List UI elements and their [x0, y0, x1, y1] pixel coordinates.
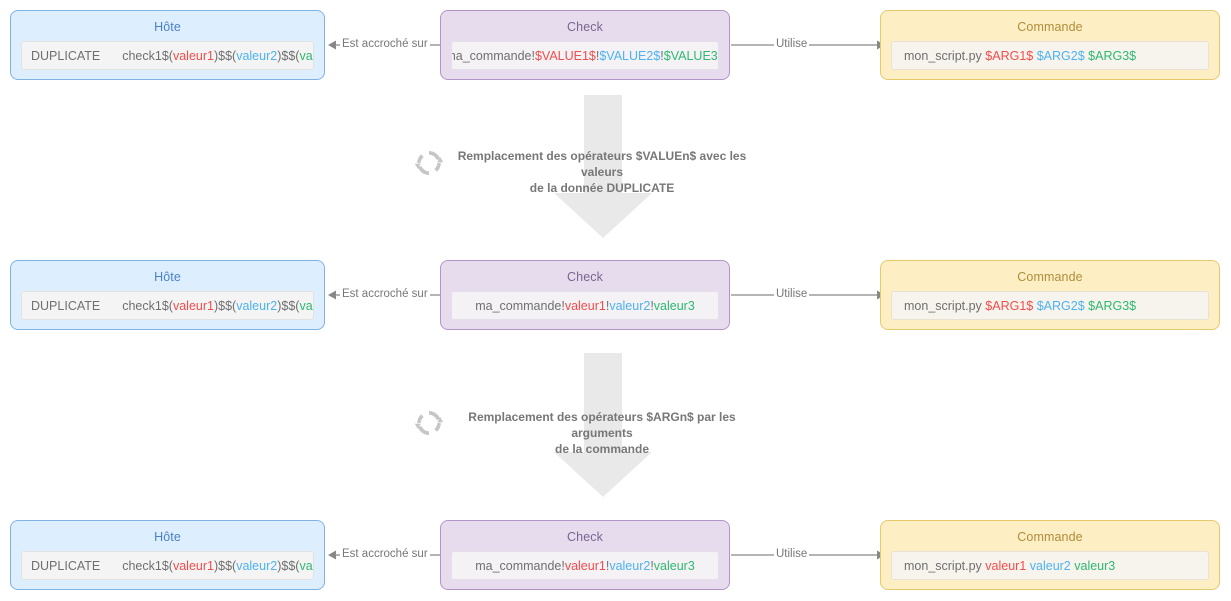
text-run: !: [595, 48, 600, 63]
text-run: check1$(: [122, 298, 173, 313]
text-run: )$$(: [277, 48, 300, 63]
command-value-row1: mon_script.py $ARG1$ $ARG2$ $ARG3$: [891, 41, 1209, 70]
command-title-row2: Commande: [1017, 270, 1083, 284]
text-run: valeur1: [172, 298, 214, 313]
host-command-template-row3: check1$(valeur1)$$(valeur2)$$(valeur3)$: [122, 558, 314, 573]
command-line-row2: mon_script.py $ARG1$ $ARG2$ $ARG3$: [904, 299, 1136, 313]
check-title-row1: Check: [567, 20, 603, 34]
host-key-row2: DUPLICATE: [31, 298, 101, 313]
refresh-icon-stage1: [412, 146, 446, 180]
text-run: )$$(: [277, 298, 300, 313]
host-title-row3: Hôte: [154, 530, 181, 544]
text-run: valeur2: [236, 558, 278, 573]
check-value-row1: ma_commande!$VALUE1$!$VALUE2$!$VALUE3$: [451, 41, 719, 70]
text-run: $VALUE3$: [663, 48, 719, 63]
text-run: )$$(: [213, 298, 237, 313]
check-title-row3: Check: [567, 530, 603, 544]
host-node-row3[interactable]: Hôte DUPLICATE check1$(valeur1)$$(valeur…: [10, 520, 325, 590]
text-run: mon_script.py: [904, 48, 986, 63]
check-command-template-row1: ma_commande!$VALUE1$!$VALUE2$!$VALUE3$: [451, 48, 719, 63]
text-run: $ARG1$: [985, 298, 1034, 313]
host-title-row2: Hôte: [154, 270, 181, 284]
text-run: valeur3: [299, 558, 314, 573]
check-value-row2: ma_commande!valeur1!valeur2!valeur3: [451, 291, 719, 320]
text-run: mon_script.py: [904, 298, 986, 313]
text-run: $ARG1$: [985, 48, 1034, 63]
connector-label-attached-row2: Est accroché sur: [340, 288, 430, 301]
host-command-template-row1: check1$(valeur1)$$(valeur2)$$(valeur3)$: [122, 48, 314, 63]
text-run: valeur3: [653, 558, 695, 573]
text-run: !: [605, 558, 610, 573]
text-run: valeur1: [172, 558, 214, 573]
text-run: ma_commande!: [475, 298, 565, 313]
text-run: check1$(: [122, 558, 173, 573]
host-command-template-row2: check1$(valeur1)$$(valeur2)$$(valeur3)$: [122, 298, 314, 313]
check-node-row1[interactable]: Check ma_commande!$VALUE1$!$VALUE2$!$VAL…: [440, 10, 730, 80]
command-node-row1[interactable]: Commande mon_script.py $ARG1$ $ARG2$ $AR…: [880, 10, 1220, 80]
command-node-row2[interactable]: Commande mon_script.py $ARG1$ $ARG2$ $AR…: [880, 260, 1220, 330]
connector-label-uses-row2: Utilise: [774, 288, 810, 301]
text-run: valeur3: [299, 48, 314, 63]
text-run: )$$(: [213, 558, 237, 573]
text-run: )$$(: [213, 48, 237, 63]
host-title-row1: Hôte: [154, 20, 181, 34]
check-node-row3[interactable]: Check ma_commande!valeur1!valeur2!valeur…: [440, 520, 730, 590]
text-run: valeur3: [653, 298, 695, 313]
text-run: valeur1: [564, 298, 606, 313]
check-title-row2: Check: [567, 270, 603, 284]
command-value-row3: mon_script.py valeur1 valeur2 valeur3: [891, 551, 1209, 580]
text-run: valeur3: [299, 298, 314, 313]
text-run: $ARG2$: [1036, 48, 1085, 63]
text-run: mon_script.py: [904, 558, 986, 573]
stage-note-1: Remplacement des opérateurs $VALUEn$ ave…: [457, 149, 747, 195]
text-run: ma_commande!: [475, 558, 565, 573]
host-value-row1: DUPLICATE check1$(valeur1)$$(valeur2)$$(…: [21, 41, 314, 70]
host-node-row1[interactable]: Hôte DUPLICATE check1$(valeur1)$$(valeur…: [10, 10, 325, 80]
text-run: valeur1: [985, 558, 1027, 573]
command-node-row3[interactable]: Commande mon_script.py valeur1 valeur2 v…: [880, 520, 1220, 590]
text-run: valeur1: [172, 48, 214, 63]
command-title-row3: Commande: [1017, 530, 1083, 544]
text-run: !: [660, 48, 664, 63]
check-node-row2[interactable]: Check ma_commande!valeur1!valeur2!valeur…: [440, 260, 730, 330]
text-run: ma_commande!: [451, 48, 535, 63]
text-run: valeur2: [609, 558, 651, 573]
command-line-row1: mon_script.py $ARG1$ $ARG2$ $ARG3$: [904, 49, 1136, 63]
host-key-row1: DUPLICATE: [31, 48, 101, 63]
text-run: valeur2: [236, 48, 278, 63]
host-value-row2: DUPLICATE check1$(valeur1)$$(valeur2)$$(…: [21, 291, 314, 320]
text-run: valeur2: [236, 298, 278, 313]
host-node-row2[interactable]: Hôte DUPLICATE check1$(valeur1)$$(valeur…: [10, 260, 325, 330]
connector-label-attached-row3: Est accroché sur: [340, 548, 430, 561]
stage-note-2: Remplacement des opérateurs $ARGn$ par l…: [468, 410, 736, 456]
text-run: )$$(: [277, 558, 300, 573]
check-value-row3: ma_commande!valeur1!valeur2!valeur3: [451, 551, 719, 580]
connector-label-attached-row1: Est accroché sur: [340, 38, 430, 51]
check-command-resolved-row3: ma_commande!valeur1!valeur2!valeur3: [475, 559, 695, 573]
text-run: check1$(: [122, 48, 173, 63]
text-run: valeur2: [609, 298, 651, 313]
text-run: $ARG3$: [1088, 48, 1137, 63]
command-title-row1: Commande: [1017, 20, 1083, 34]
text-run: !: [650, 298, 654, 313]
command-value-row2: mon_script.py $ARG1$ $ARG2$ $ARG3$: [891, 291, 1209, 320]
refresh-icon-stage2: [412, 406, 446, 440]
connector-label-uses-row3: Utilise: [774, 548, 810, 561]
text-run: valeur3: [1074, 558, 1116, 573]
text-run: !: [605, 298, 610, 313]
text-run: $VALUE1$: [534, 48, 596, 63]
host-value-row3: DUPLICATE check1$(valeur1)$$(valeur2)$$(…: [21, 551, 314, 580]
text-run: valeur2: [1029, 558, 1071, 573]
check-command-resolved-row2: ma_commande!valeur1!valeur2!valeur3: [475, 299, 695, 313]
text-run: $VALUE2$: [599, 48, 661, 63]
text-run: $ARG3$: [1088, 298, 1137, 313]
text-run: $ARG2$: [1036, 298, 1085, 313]
connector-label-uses-row1: Utilise: [774, 38, 810, 51]
text-run: !: [650, 558, 654, 573]
host-key-row3: DUPLICATE: [31, 558, 101, 573]
text-run: valeur1: [564, 558, 606, 573]
command-line-row3: mon_script.py valeur1 valeur2 valeur3: [904, 559, 1115, 573]
